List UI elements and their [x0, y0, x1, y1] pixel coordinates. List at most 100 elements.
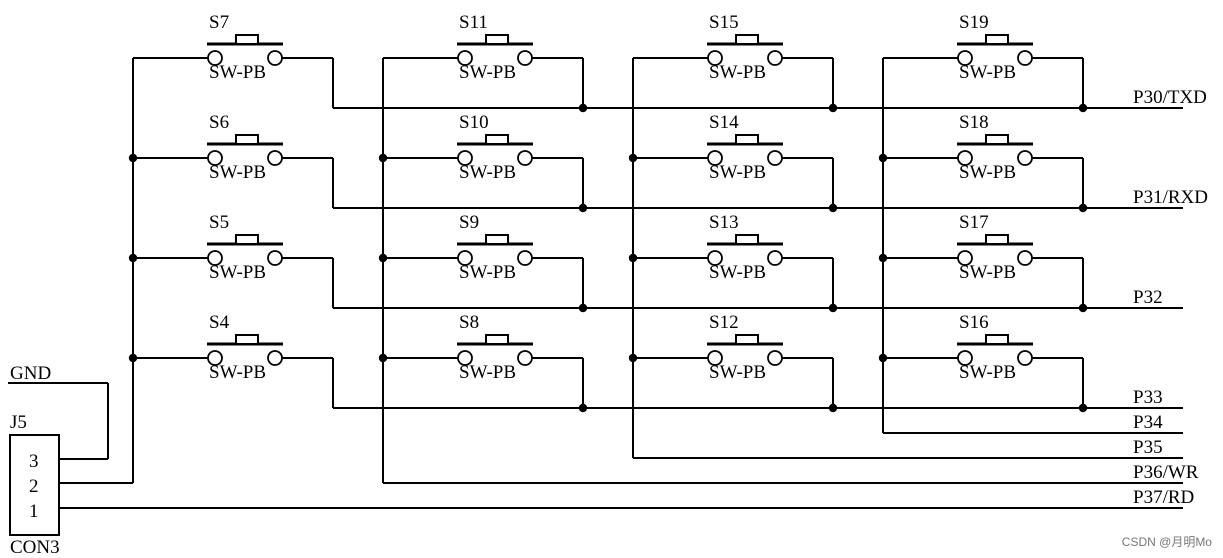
net-label-p37: P37/RD — [1133, 487, 1194, 508]
switch-ref-label: S15 — [709, 12, 739, 33]
watermark: CSDN @月明Mo — [1122, 535, 1213, 549]
junction-dot — [128, 253, 138, 263]
switch-terminal-right — [767, 50, 783, 66]
switch-type-label: SW-PB — [209, 262, 266, 283]
switch-terminal-left — [457, 50, 473, 66]
switch-terminal-left — [457, 150, 473, 166]
switch-type-label: SW-PB — [709, 62, 766, 83]
switch-terminal-left — [707, 150, 723, 166]
switch-plunger — [985, 134, 1009, 145]
switch-terminal-right — [267, 350, 283, 366]
switch-terminal-left — [957, 50, 973, 66]
junction-dot — [628, 253, 638, 263]
switch-ref-label: S13 — [709, 212, 739, 233]
switch-ref-label: S18 — [959, 112, 989, 133]
switch-terminal-right — [1017, 50, 1033, 66]
switch-plunger — [235, 34, 259, 45]
switch-plunger — [485, 34, 509, 45]
connector-pin-3: 3 — [29, 451, 39, 472]
junction-dot — [378, 353, 388, 363]
junction-dots — [128, 103, 1088, 413]
switch-terminal-right — [1017, 250, 1033, 266]
junction-dot — [1078, 103, 1088, 113]
switch-ref-label: S16 — [959, 312, 989, 333]
switch-terminal-left — [457, 350, 473, 366]
switch-terminal-right — [517, 50, 533, 66]
junction-dot — [828, 403, 838, 413]
connector-ref: J5 — [10, 412, 27, 433]
junction-dot — [578, 303, 588, 313]
switch-plunger — [485, 134, 509, 145]
junction-dot — [828, 303, 838, 313]
switch-type-label: SW-PB — [959, 362, 1016, 383]
switch-terminal-left — [957, 250, 973, 266]
junction-dot — [128, 353, 138, 363]
junction-dot — [378, 153, 388, 163]
switch-plunger — [735, 234, 759, 245]
switch-plunger — [985, 34, 1009, 45]
switch-terminal-left — [707, 250, 723, 266]
switch-ref-label: S7 — [209, 12, 229, 33]
switch-plunger — [735, 334, 759, 345]
connector-pin-1: 1 — [29, 501, 39, 522]
net-label-p34: P34 — [1133, 412, 1163, 433]
switch-terminal-right — [517, 350, 533, 366]
switch-ref-label: S5 — [209, 212, 229, 233]
switch-terminal-left — [957, 150, 973, 166]
switch-plunger — [235, 334, 259, 345]
net-label-p35: P35 — [1133, 437, 1163, 458]
net-labels: P30/TXD P31/RXD P32 P33 P34 P35 P36/WR P… — [1133, 87, 1208, 508]
switch-type-label: SW-PB — [959, 262, 1016, 283]
junction-dot — [1078, 303, 1088, 313]
connector-part: CON3 — [10, 537, 60, 558]
junction-dot — [378, 253, 388, 263]
switch-terminal-left — [457, 250, 473, 266]
connector-j5: J5 CON3 3 2 1 GND — [9, 363, 60, 558]
switch-type-label: SW-PB — [709, 162, 766, 183]
switch-type-label: SW-PB — [459, 362, 516, 383]
junction-dot — [578, 103, 588, 113]
switch-plunger — [235, 134, 259, 145]
switch-terminal-left — [207, 150, 223, 166]
junction-dot — [628, 353, 638, 363]
switch-type-label: SW-PB — [959, 62, 1016, 83]
junction-dot — [578, 203, 588, 213]
switch-terminal-right — [1017, 150, 1033, 166]
switch-ref-label: S6 — [209, 112, 229, 133]
junction-dot — [628, 153, 638, 163]
junction-dot — [828, 103, 838, 113]
net-label-p32: P32 — [1133, 287, 1163, 308]
switch-terminal-right — [267, 250, 283, 266]
net-label-p30: P30/TXD — [1133, 87, 1207, 108]
switch-terminal-right — [267, 50, 283, 66]
switch-ref-label: S8 — [459, 312, 479, 333]
switch-type-label: SW-PB — [959, 162, 1016, 183]
switch-terminal-left — [707, 50, 723, 66]
switch-ref-label: S17 — [959, 212, 989, 233]
switch-ref-label: S19 — [959, 12, 989, 33]
junction-dot — [878, 353, 888, 363]
net-label-p31: P31/RXD — [1133, 187, 1208, 208]
switch-type-label: SW-PB — [459, 262, 516, 283]
switch-ref-label: S11 — [459, 12, 488, 33]
switch-terminal-right — [517, 150, 533, 166]
junction-dot — [828, 203, 838, 213]
switch-type-label: SW-PB — [709, 362, 766, 383]
net-label-p33: P33 — [1133, 387, 1163, 408]
switch-terminal-left — [707, 350, 723, 366]
switch-terminal-right — [1017, 350, 1033, 366]
wires — [8, 57, 1183, 509]
switch-terminal-right — [767, 150, 783, 166]
junction-dot — [878, 253, 888, 263]
switch-type-label: SW-PB — [459, 62, 516, 83]
